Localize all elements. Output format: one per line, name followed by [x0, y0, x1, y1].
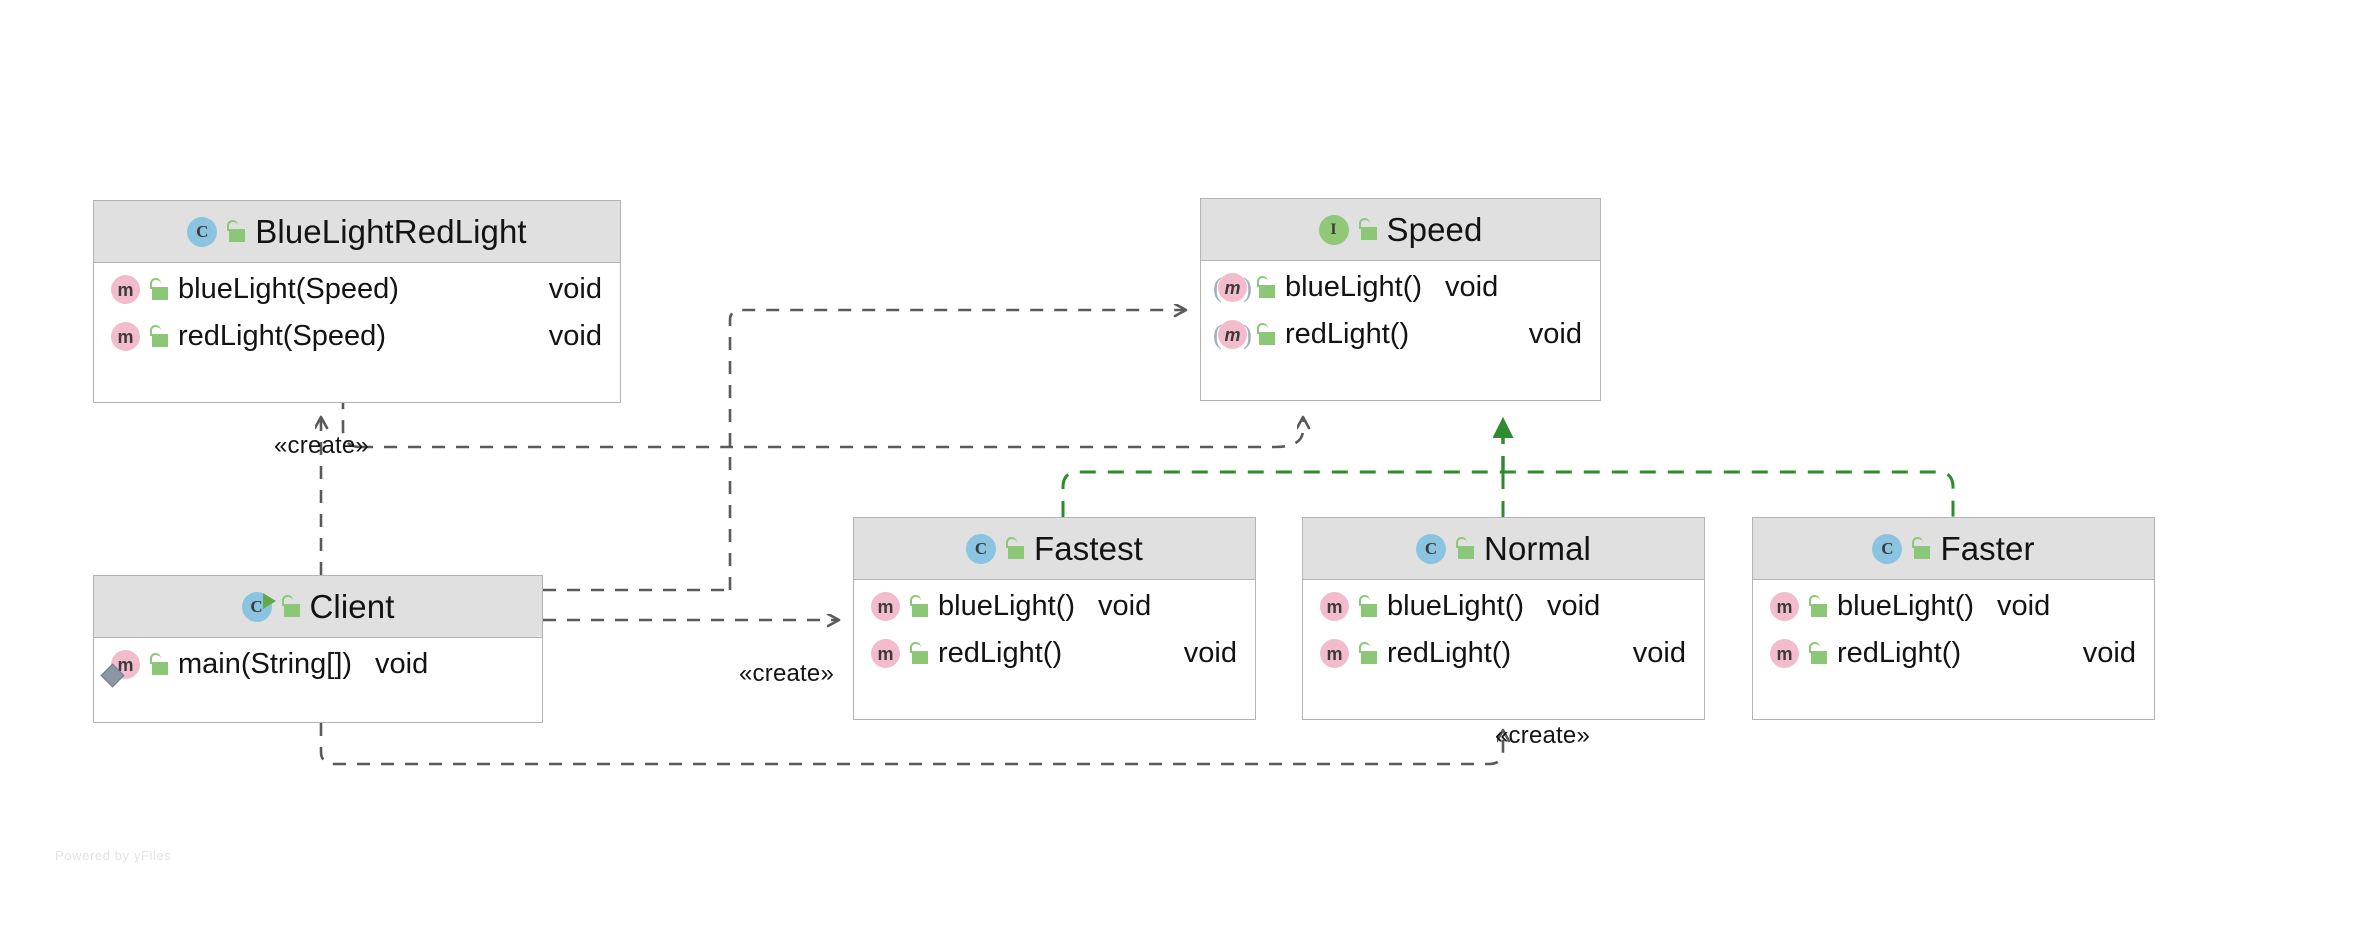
unlocked-public-icon — [1358, 217, 1378, 242]
member-name-label: redLight() — [938, 637, 1063, 669]
class-header-normal: C Normal — [1303, 518, 1704, 580]
unlocked-public-icon — [149, 277, 169, 302]
watermark-label: Powered by yFiles — [55, 848, 172, 863]
member-type-label: void — [1632, 637, 1686, 669]
member-type-label: void — [1098, 590, 1152, 622]
member-list-speed: ( m ) blueLight() void ( m ) — [1201, 261, 1600, 363]
member-row[interactable]: m blueLight() void — [854, 583, 1255, 630]
edge-client-to-normal — [319, 723, 1503, 766]
member-type-label: void — [548, 273, 602, 305]
unlocked-public-icon — [1808, 641, 1828, 666]
class-name-label: Faster — [1940, 529, 2035, 567]
abstract-method-icon: ( m ) — [1213, 272, 1252, 302]
unlocked-public-icon — [281, 594, 301, 619]
class-header-faster: C Faster — [1753, 518, 2154, 580]
member-row[interactable]: m redLight(Speed) void — [94, 313, 620, 360]
method-icon: m — [871, 592, 900, 621]
member-type-label: void — [1997, 590, 2051, 622]
member-name-label: blueLight(Speed) — [178, 273, 399, 305]
class-header-bluelightredlight: C BlueLightRedLight — [94, 201, 620, 263]
unlocked-public-icon — [909, 641, 929, 666]
unlocked-public-icon — [1808, 594, 1828, 619]
member-type-label: void — [375, 648, 429, 680]
class-name-label: Fastest — [1034, 529, 1143, 567]
unlocked-public-icon — [909, 594, 929, 619]
interface-name-label: Speed — [1386, 210, 1483, 248]
edge-fastest-to-speed — [360, 417, 1303, 449]
member-row[interactable]: m blueLight() void — [1303, 583, 1704, 630]
edge-label-create-bluelightredlight: «create» — [274, 432, 369, 459]
uml-class-faster[interactable]: C Faster m blueLight() void m — [1752, 517, 2155, 720]
member-type-label: void — [1528, 318, 1582, 350]
class-name-label: BlueLightRedLight — [255, 212, 527, 250]
class-header-fastest: C Fastest — [854, 518, 1255, 580]
class-icon: C — [187, 216, 218, 247]
member-row[interactable]: ( m ) blueLight() void — [1201, 264, 1600, 311]
uml-class-bluelightredlight[interactable]: C BlueLightRedLight m blueLight(Speed) v… — [93, 200, 621, 403]
unlocked-public-icon — [149, 652, 169, 677]
unlocked-public-icon — [1005, 536, 1025, 561]
member-type-label: void — [2082, 637, 2136, 669]
member-name-label: blueLight() — [1285, 271, 1423, 303]
member-name-label: redLight() — [1285, 318, 1410, 350]
member-type-label: void — [1183, 637, 1237, 669]
member-row[interactable]: m main(String[]) void — [94, 641, 542, 688]
member-name-label: blueLight() — [938, 590, 1076, 622]
method-icon: m — [111, 275, 140, 304]
member-list-client: m main(String[]) void — [94, 638, 542, 693]
member-row[interactable]: m blueLight() void — [1753, 583, 2154, 630]
member-list-fastest: m blueLight() void m redLight() void — [854, 580, 1255, 682]
member-list-bluelightredlight: m blueLight(Speed) void m redLight(Speed… — [94, 263, 620, 365]
member-list-faster: m blueLight() void m redLight() void — [1753, 580, 2154, 682]
interface-header-speed: I Speed — [1201, 199, 1600, 261]
unlocked-public-icon — [1358, 594, 1378, 619]
member-name-label: blueLight() — [1837, 590, 1975, 622]
unlocked-public-icon — [1911, 536, 1931, 561]
method-icon: m — [871, 639, 900, 668]
member-name-label: blueLight() — [1387, 590, 1525, 622]
interface-icon: I — [1318, 214, 1349, 245]
edge-realization-to-speed — [1061, 418, 1955, 517]
edge-label-create-normal: «create» — [1495, 722, 1590, 749]
abstract-method-icon: ( m ) — [1213, 319, 1252, 349]
member-name-label: main(String[]) — [178, 648, 353, 680]
uml-interface-speed[interactable]: I Speed ( m ) blueLight() void — [1200, 198, 1601, 401]
member-type-label: void — [548, 320, 602, 352]
member-row[interactable]: ( m ) redLight() void — [1201, 311, 1600, 358]
member-name-label: redLight() — [1837, 637, 1962, 669]
member-list-normal: m blueLight() void m redLight() void — [1303, 580, 1704, 682]
static-method-icon: m — [100, 650, 140, 688]
uml-class-normal[interactable]: C Normal m blueLight() void m — [1302, 517, 1705, 720]
unlocked-public-icon — [1358, 641, 1378, 666]
class-icon: C — [1416, 533, 1447, 564]
class-name-label: Normal — [1484, 529, 1591, 567]
class-icon: C — [966, 533, 997, 564]
class-name-label: Client — [309, 587, 395, 625]
member-row[interactable]: m blueLight(Speed) void — [94, 266, 620, 313]
uml-class-client[interactable]: C Client m main(String[]) void — [93, 575, 543, 723]
method-icon: m — [1320, 592, 1349, 621]
member-name-label: redLight() — [1387, 637, 1512, 669]
member-row[interactable]: m redLight() void — [854, 630, 1255, 677]
method-icon: m — [1320, 639, 1349, 668]
unlocked-public-icon — [1455, 536, 1475, 561]
unlocked-public-icon — [149, 324, 169, 349]
edge-label-create-fastest: «create» — [739, 660, 834, 687]
class-header-client: C Client — [94, 576, 542, 638]
method-icon: m — [1770, 639, 1799, 668]
unlocked-public-icon — [226, 219, 246, 244]
unlocked-public-icon — [1256, 275, 1276, 300]
member-row[interactable]: m redLight() void — [1753, 630, 2154, 677]
unlocked-public-icon — [1256, 322, 1276, 347]
member-row[interactable]: m redLight() void — [1303, 630, 1704, 677]
runnable-class-icon: C — [241, 591, 276, 622]
member-type-label: void — [1445, 271, 1499, 303]
method-icon: m — [111, 322, 140, 351]
class-icon: C — [1872, 533, 1903, 564]
method-icon: m — [1770, 592, 1799, 621]
member-name-label: redLight(Speed) — [178, 320, 386, 352]
member-type-label: void — [1547, 590, 1601, 622]
uml-class-fastest[interactable]: C Fastest m blueLight() void m — [853, 517, 1256, 720]
